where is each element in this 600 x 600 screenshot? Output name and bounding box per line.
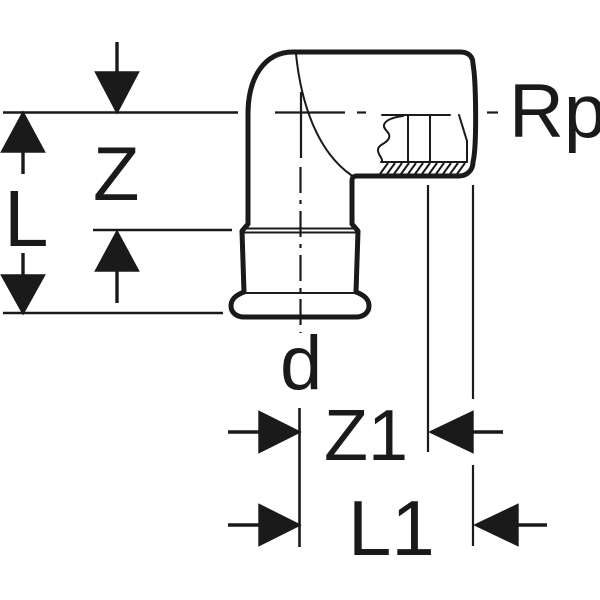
arrow-head-z-up [94,229,140,272]
arrow-head-l1-left [258,503,302,547]
dimension-label-l: L [4,174,49,263]
dimension-label-d: d [280,321,323,406]
arrow-head-top-down [94,71,140,115]
section-hatching [379,162,466,175]
elbow-inner-arc [295,53,352,176]
arrow-head-l-down [0,274,46,316]
dimension-label-l1: L1 [348,484,435,572]
arrow-head-l1-right [473,503,519,547]
dimension-label-z1: Z1 [324,396,409,476]
centerlines [275,92,498,333]
arrow-head-z1-left [258,410,302,454]
fitting-outline [228,49,479,320]
dimension-label-rp: Rp [509,69,600,154]
section-break-wavy-line [376,115,404,163]
dimension-arrows [0,42,547,547]
fitting-body-path [228,49,479,320]
arrow-head-z1-right [428,410,474,454]
thread-section-lines [376,114,468,163]
thread-chamfer-line [458,114,468,163]
dimension-label-z: Z [93,132,140,217]
arrow-head-l-up [0,110,46,153]
